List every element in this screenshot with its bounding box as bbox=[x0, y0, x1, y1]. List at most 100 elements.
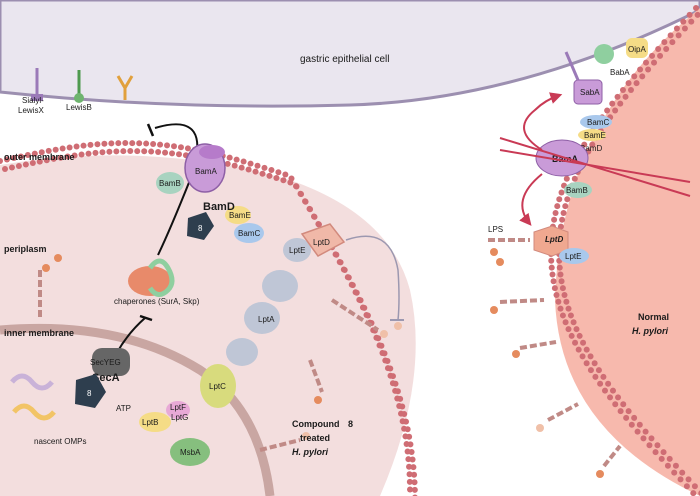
membrane-bead bbox=[550, 278, 557, 285]
membrane-bead bbox=[411, 479, 418, 486]
membrane-bead bbox=[587, 353, 594, 360]
membrane-bead bbox=[71, 152, 78, 159]
membrane-bead bbox=[609, 100, 616, 107]
compound-line1: Compound bbox=[292, 419, 340, 429]
membrane-bead bbox=[120, 148, 127, 155]
membrane-bead bbox=[548, 264, 555, 271]
membrane-bead bbox=[122, 140, 129, 147]
membrane-bead bbox=[601, 387, 608, 394]
membrane-bead bbox=[548, 257, 555, 264]
membrane-bead bbox=[672, 462, 679, 469]
membrane-bead bbox=[640, 435, 647, 442]
membrane-bead bbox=[664, 462, 671, 469]
inner-membrane bbox=[0, 323, 275, 496]
membrane-bead bbox=[615, 394, 622, 401]
membrane-bead bbox=[15, 162, 22, 169]
membrane-bead bbox=[562, 203, 569, 210]
membrane-bead bbox=[631, 73, 638, 80]
membrane-bead bbox=[306, 205, 313, 212]
membrane-bead bbox=[348, 281, 355, 288]
membrane-bead bbox=[266, 172, 273, 179]
membrane-bead bbox=[406, 471, 413, 478]
membrane-bead bbox=[565, 305, 572, 312]
membrane-bead bbox=[411, 471, 418, 478]
membrane-bead bbox=[141, 148, 148, 155]
inhibitor-mark-sec: 8 bbox=[87, 389, 92, 398]
membrane-bead bbox=[666, 455, 673, 462]
bama-barrel bbox=[184, 143, 226, 193]
membrane-bead bbox=[595, 367, 602, 374]
secyeg-channel bbox=[92, 348, 130, 376]
membrane-bead bbox=[563, 298, 570, 305]
lptd-label: LptD bbox=[313, 238, 330, 247]
inhibition-bar-top bbox=[146, 123, 155, 137]
membrane-bead bbox=[564, 196, 571, 203]
bama-label: BamA bbox=[195, 167, 217, 176]
membrane-bead bbox=[94, 141, 101, 148]
membrane-bead bbox=[127, 148, 134, 155]
membrane-bead bbox=[556, 264, 563, 271]
membrane-bead bbox=[17, 153, 24, 160]
membrane-bead bbox=[3, 156, 10, 163]
membrane-bead bbox=[686, 11, 693, 18]
normal-bama-label: BamA bbox=[552, 154, 579, 164]
membrane-bead bbox=[363, 312, 370, 319]
normal-bamc-label: BamC bbox=[587, 118, 609, 127]
membrane-bead bbox=[558, 278, 565, 285]
membrane-bead bbox=[669, 39, 676, 46]
membrane-bead bbox=[288, 175, 295, 182]
membrane-bead bbox=[352, 289, 359, 296]
y-glycan bbox=[116, 75, 134, 100]
membrane-bead bbox=[549, 271, 556, 278]
compound-line2: treated bbox=[300, 433, 330, 443]
membrane-bead bbox=[356, 296, 363, 303]
membrane-bead bbox=[379, 349, 386, 356]
membrane-bead bbox=[155, 149, 162, 156]
membrane-bead bbox=[583, 346, 590, 353]
membrane-bead bbox=[157, 141, 164, 148]
membrane-bead bbox=[231, 162, 238, 169]
membrane-bead bbox=[680, 18, 687, 25]
membrane-bead bbox=[627, 86, 634, 93]
normal-arrow-down bbox=[519, 173, 543, 226]
membrane-bead bbox=[625, 408, 632, 415]
membrane-bead bbox=[591, 360, 598, 367]
lptc-blob bbox=[200, 364, 236, 408]
membrane-bead bbox=[129, 140, 136, 147]
bamc-label: BamC bbox=[238, 229, 260, 238]
lptf-blob bbox=[166, 401, 190, 419]
membrane-bead bbox=[169, 150, 176, 157]
membrane-bead bbox=[639, 73, 646, 80]
membrane-bead bbox=[143, 140, 150, 147]
membrane-bead bbox=[559, 285, 566, 292]
membrane-bead bbox=[551, 285, 558, 292]
membrane-bead bbox=[115, 140, 122, 147]
chaperone-sura bbox=[128, 266, 172, 296]
membrane-bead bbox=[389, 380, 396, 387]
membrane-bead bbox=[562, 319, 569, 326]
sialyl-lewisx-glycan bbox=[31, 68, 43, 101]
inhibitor-hexagon-bam bbox=[187, 212, 214, 240]
membrane-bead bbox=[315, 221, 322, 228]
membrane-bead bbox=[405, 456, 412, 463]
lpte-blob bbox=[283, 238, 311, 262]
msba-label: MsbA bbox=[180, 448, 201, 457]
membrane-bead bbox=[658, 455, 665, 462]
host-cell-label: gastric epithelial cell bbox=[300, 54, 390, 65]
membrane-bead bbox=[297, 190, 304, 197]
membrane-bead bbox=[651, 59, 658, 66]
membrane-bead bbox=[568, 332, 575, 339]
normal-lps-label: LPS bbox=[488, 225, 503, 234]
membrane-bead bbox=[226, 154, 233, 161]
membrane-bead bbox=[605, 380, 612, 387]
membrane-bead bbox=[254, 162, 261, 169]
membrane-bead bbox=[64, 153, 71, 160]
membrane-bead bbox=[580, 339, 587, 346]
membrane-bead bbox=[620, 401, 627, 408]
chaperone-substrate bbox=[147, 258, 175, 297]
membrane-bead bbox=[677, 476, 684, 483]
membrane-bead bbox=[50, 155, 57, 162]
normal-label-line2: H. pylori bbox=[632, 326, 669, 336]
membrane-bead bbox=[402, 433, 409, 440]
membrane-bead bbox=[583, 360, 590, 367]
